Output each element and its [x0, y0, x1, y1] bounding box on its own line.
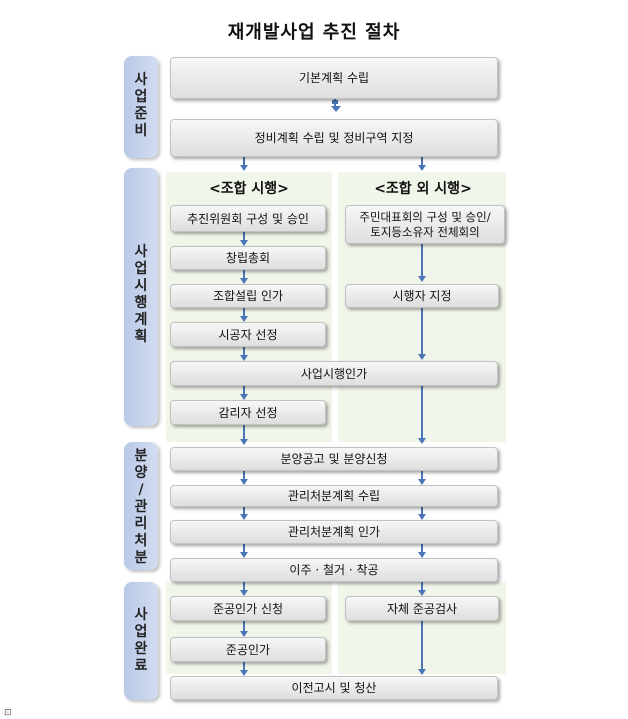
arrow-approval-inspector	[240, 394, 248, 400]
lane-heading-non-association: <조합 외 시행>	[374, 181, 472, 197]
step-management-plan: 관리처분계획 수립	[170, 485, 498, 507]
connector-request-approval	[243, 621, 245, 633]
arrow-sale-mgmt-left	[240, 479, 248, 485]
step-residents-council: 주민대표회의 구성 및 승인/ 토지등소유자 전체회의	[345, 205, 505, 244]
arrow-plan-left	[240, 165, 248, 171]
arrow-mgmt-approval-left	[240, 514, 248, 520]
stage-label-implementation-plan: 사 업 시 행 계 획	[134, 244, 148, 345]
connector-approval-transfer-left	[243, 662, 245, 672]
step-committee: 추진위원회 구성 및 승인	[170, 205, 326, 232]
connector-plan-right	[421, 157, 423, 169]
arrow-relocation-inspection-right	[418, 590, 426, 596]
arrow-plan-right	[418, 165, 426, 171]
connector-approval-relocation-left	[243, 544, 245, 554]
arrow-sale-mgmt-right	[418, 479, 426, 485]
arrow-contractor-approval	[240, 355, 248, 361]
stage-disposition: 분 양 / 관 리 처 분	[124, 442, 158, 570]
connector-contractor-approval	[243, 347, 245, 357]
connector-founding-assoc	[243, 270, 245, 280]
connector-plan-left	[243, 157, 245, 169]
step-redevelopment-plan: 정비계획 수립 및 정비구역 지정	[170, 119, 498, 157]
stage-label-disposition: 분 양 / 관 리 처 분	[134, 448, 148, 566]
arrow-committee-founding	[240, 240, 248, 246]
connector-approval-sale-right	[421, 386, 423, 440]
step-basic-plan: 기본계획 수립	[170, 57, 498, 99]
step-contractor-selection: 시공자 선정	[170, 322, 326, 347]
arrow-basic-to-plan	[331, 106, 341, 112]
step-self-inspection: 자체 준공검사	[345, 596, 499, 621]
step-association-approval: 조합설립 인가	[170, 284, 326, 308]
step-inspector-selection: 감리자 선정	[170, 400, 326, 425]
arrow-residents-operator	[418, 276, 426, 282]
footnote-mark: ⊡	[4, 708, 12, 718]
stage-implementation-plan: 사 업 시 행 계 획	[124, 168, 158, 426]
arrow-approval-sale-right	[418, 438, 426, 444]
stage-label-completion: 사 업 완 료	[134, 607, 148, 674]
arrow-stub-basic	[332, 100, 338, 104]
arrow-operator-approval	[418, 354, 426, 360]
step-project-approval: 사업시행인가	[170, 361, 498, 386]
stage-preparation: 사 업 준 비	[124, 56, 158, 158]
arrow-request-approval	[240, 631, 248, 637]
connector-sale-mgmt-right	[421, 471, 423, 481]
page-title: 재개발사업 추진 절차	[227, 22, 401, 43]
step-relocation: 이주 · 철거 · 착공	[170, 558, 498, 582]
step-completion-approval: 준공인가	[170, 637, 326, 662]
step-management-approval: 관리처분계획 인가	[170, 520, 498, 544]
connector-approval-inspector	[243, 386, 245, 396]
stage-label-preparation: 사 업 준 비	[134, 72, 148, 139]
connector-inspector-sale	[243, 425, 245, 441]
step-completion-request: 준공인가 신청	[170, 596, 326, 621]
connector-assoc-contractor	[243, 308, 245, 318]
step-sale-notice: 분양공고 및 분양신청	[170, 447, 498, 471]
lane-heading-association: <조합 시행>	[209, 181, 289, 197]
arrow-assoc-contractor	[240, 316, 248, 322]
connector-operator-approval	[421, 308, 423, 356]
stage-completion: 사 업 완 료	[124, 582, 158, 700]
connector-relocation-completion-left	[243, 582, 245, 592]
connector-relocation-inspection-right	[421, 582, 423, 592]
connector-residents-operator	[421, 244, 423, 278]
step-transfer-settlement: 이전고시 및 청산	[170, 676, 498, 700]
arrow-founding-assoc	[240, 278, 248, 284]
step-founding-meeting: 창립총회	[170, 246, 326, 270]
arrow-mgmt-approval-right	[418, 514, 426, 520]
connector-approval-relocation-right	[421, 544, 423, 554]
connector-sale-mgmt-left	[243, 471, 245, 481]
connector-mgmt-approval-left	[243, 507, 245, 516]
connector-committee-founding	[243, 232, 245, 242]
arrow-approval-relocation-right	[418, 552, 426, 558]
arrow-approval-relocation-left	[240, 552, 248, 558]
arrow-inspection-transfer-right	[418, 669, 426, 675]
arrow-inspector-sale	[240, 439, 248, 445]
step-operator-designation: 시행자 지정	[345, 284, 499, 308]
connector-mgmt-approval-right	[421, 507, 423, 516]
connector-inspection-transfer-right	[421, 621, 423, 671]
arrow-relocation-completion-left	[240, 590, 248, 596]
arrow-approval-transfer-left	[240, 670, 248, 676]
